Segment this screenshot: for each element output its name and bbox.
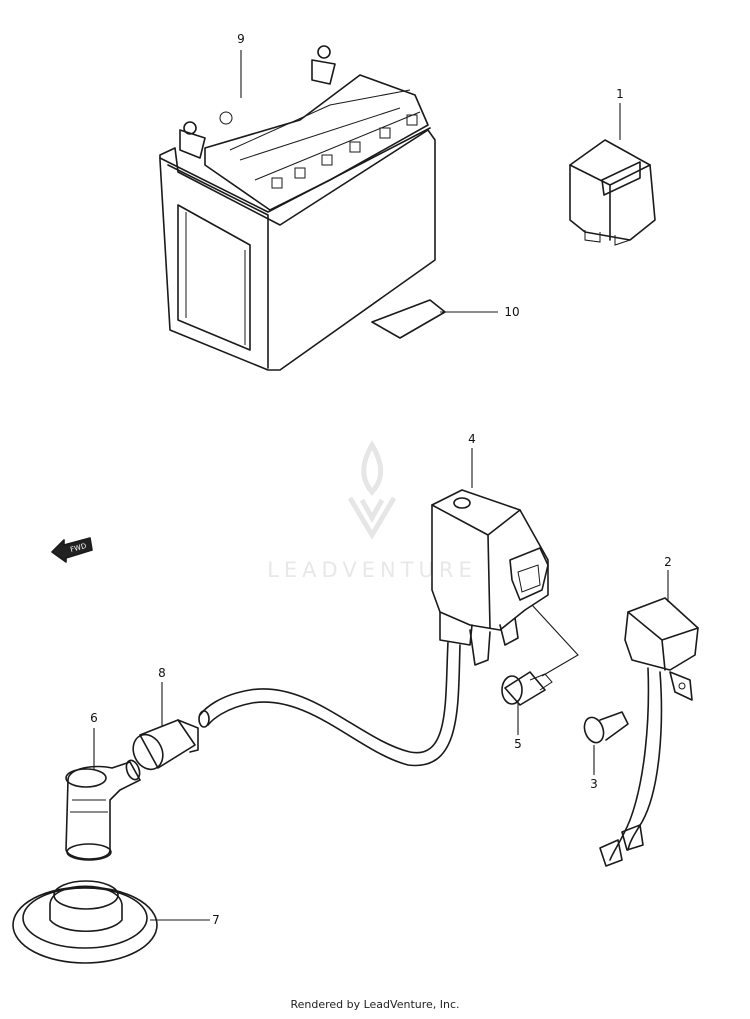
callout-7: 7 (212, 913, 220, 927)
coil-screw[interactable] (501, 671, 553, 706)
direction-label: FWD (69, 542, 87, 554)
flame-logo-icon (347, 440, 397, 540)
callout-numbers: 9 1 10 4 2 8 6 5 3 7 (90, 32, 672, 927)
leadventure-watermark: LEADVENTURE (267, 440, 477, 582)
callout-2: 2 (664, 555, 672, 569)
leader-lines (93, 50, 669, 921)
regulator[interactable] (599, 597, 699, 867)
callout-3: 3 (590, 777, 598, 791)
high-tension-lead[interactable] (198, 641, 461, 767)
watermark-text: LEADVENTURE (267, 558, 477, 582)
callout-6: 6 (90, 711, 98, 725)
callout-8: 8 (158, 666, 166, 680)
plug-cap-cover[interactable] (12, 880, 158, 964)
callout-10: 10 (504, 305, 519, 319)
regulator-screw[interactable] (581, 711, 629, 745)
lead-seal[interactable] (128, 719, 199, 774)
battery-pad[interactable] (371, 299, 446, 339)
callout-4: 4 (468, 432, 476, 446)
callout-9: 9 (237, 32, 245, 46)
callout-5: 5 (514, 737, 522, 751)
rendered-by-footer: Rendered by LeadVenture, Inc. (290, 998, 460, 1011)
ignition-coil[interactable] (431, 489, 549, 666)
battery[interactable] (159, 45, 436, 371)
starter-relay[interactable] (569, 139, 656, 246)
spark-plug-cap[interactable] (65, 759, 142, 861)
callout-1: 1 (616, 87, 624, 101)
forward-direction-arrow-icon: FWD (51, 537, 93, 563)
